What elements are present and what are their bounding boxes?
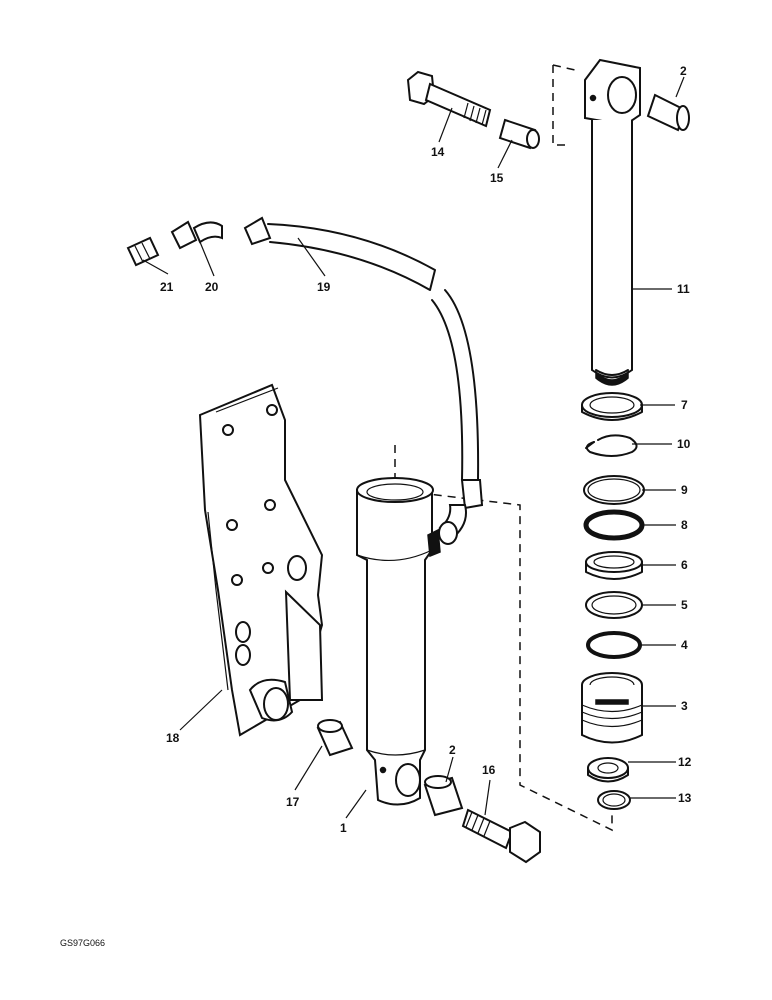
drawing-code: GS97G066: [60, 938, 105, 948]
ring-9: [583, 475, 645, 505]
bushing-2-top: [646, 93, 690, 132]
ring-5: [585, 591, 643, 619]
elbow-fitting-20: [170, 220, 223, 250]
bolt-16: [461, 808, 541, 864]
bushing-2-bottom: [423, 775, 464, 817]
cylinder-barrel-1: [356, 477, 441, 806]
piston-rod-11: [584, 58, 641, 386]
label-part-6: 6: [681, 558, 688, 572]
label-part-18: 18: [166, 731, 180, 745]
label-part-8: 8: [681, 518, 688, 532]
label-part-21: 21: [160, 280, 174, 294]
label-part-7: 7: [681, 398, 688, 412]
label-part-5: 5: [681, 598, 688, 612]
fitting-21: [126, 236, 160, 267]
label-part-15: 15: [490, 171, 504, 185]
label-part-14: 14: [431, 145, 445, 159]
label-part-12: 12: [678, 755, 692, 769]
label-part-16: 16: [482, 763, 496, 777]
seal-6: [585, 551, 643, 580]
gland-nut-3: [581, 672, 643, 744]
alignment-dashed-lines: [394, 64, 613, 832]
o-ring-4: [586, 631, 642, 659]
label-part-1: 1: [340, 821, 347, 835]
bolt-14: [406, 70, 492, 128]
label-part-3: 3: [681, 699, 688, 713]
label-part-10: 10: [677, 437, 691, 451]
wiper-12: [587, 757, 629, 783]
label-part-2-top: 2: [680, 64, 687, 78]
label-part-9: 9: [681, 483, 688, 497]
callout-labels: 1 2 2 3 4 5 6 7 8 9 10 11 12 13 14 15 16…: [160, 64, 692, 835]
bushing-17: [316, 719, 354, 757]
label-part-19: 19: [317, 280, 331, 294]
o-ring-8: [583, 509, 645, 541]
leader-lines: [142, 76, 685, 819]
label-part-17: 17: [286, 795, 300, 809]
label-part-20: 20: [205, 280, 219, 294]
label-part-2-bottom: 2: [449, 743, 456, 757]
bracket-18: [198, 383, 324, 737]
label-part-11: 11: [677, 282, 690, 296]
ring-13: [597, 790, 631, 810]
spacer-15: [498, 118, 540, 150]
label-part-4: 4: [681, 638, 688, 652]
label-part-13: 13: [678, 791, 692, 805]
ring-7: [581, 392, 643, 421]
retaining-ring-10: [585, 434, 638, 457]
